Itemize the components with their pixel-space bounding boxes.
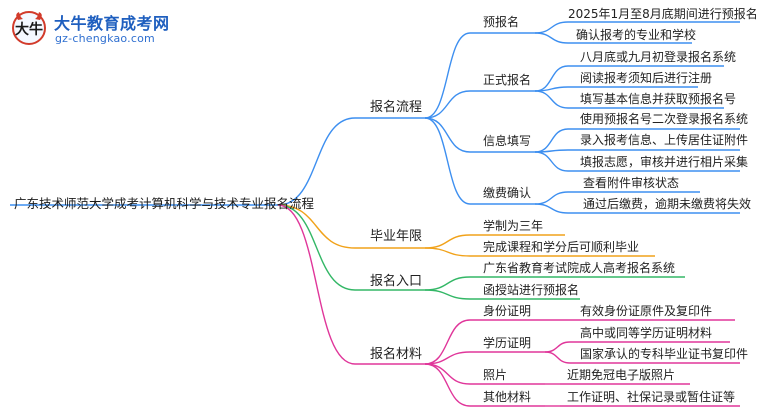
leaf-pay-fee: 通过后缴费，逾期未缴费将失效: [583, 197, 752, 211]
connector-root-graduation-years: [277, 204, 356, 249]
connector-graduation-leaf-1: [424, 247, 471, 257]
leaf-check-status: 查看附件审核状态: [583, 176, 680, 190]
connector-photo: [424, 363, 471, 385]
leaf-three-year-system: 学制为三年: [483, 219, 544, 233]
leaf-fill-preferences: 填报志愿，审核并进行相片采集: [580, 155, 749, 169]
leaf-fill-basic-info: 填写基本信息并获取预报名号: [580, 92, 737, 106]
connector-payment-confirmation: [424, 117, 471, 205]
mindmap-root: 广东技术师范大学成考计算机科学与技术专业报名流程: [14, 196, 315, 211]
node-pre-registration: 预报名: [483, 15, 520, 29]
connector-pre-registration: [424, 32, 471, 119]
node-photo: 照片: [483, 368, 508, 382]
branch-registration-process: 报名流程: [370, 100, 423, 115]
leaf-login-system: 八月底或九月初登录报名系统: [580, 50, 737, 64]
connector-other-materials: [424, 363, 471, 407]
branch-registration-entry: 报名入口: [370, 274, 423, 289]
connector-root-registration-process: [277, 117, 356, 206]
connector-pre-registration-leaf-1: [534, 32, 569, 44]
site-logo[interactable]: 大牛 大牛教育成考网 gz-chengkao.com: [10, 8, 170, 50]
connector-formal-registration-leaf-2: [534, 90, 569, 109]
leaf-recent-photo: 近期免冠电子版照片: [567, 368, 676, 382]
node-payment-confirmation: 缴费确认: [483, 186, 532, 200]
connector-payment-confirmation-leaf-0: [534, 191, 569, 205]
branch-registration-materials: 报名材料: [370, 347, 423, 362]
connector-education-proof-leaf-1: [544, 351, 571, 364]
branch-graduation-years: 毕业年限: [370, 229, 423, 244]
svg-text:大牛: 大牛: [15, 21, 43, 38]
leaf-id-card: 有效身份证原件及复印件: [580, 304, 713, 318]
leaf-work-proof: 工作证明、社保记录或暂住证等: [567, 390, 736, 404]
node-id-proof: 身份证明: [483, 304, 532, 318]
node-other-materials: 其他材料: [483, 390, 532, 404]
connector-formal-registration-leaf-1: [534, 86, 569, 92]
leaf-second-login: 使用预报名号二次登录报名系统: [580, 112, 749, 126]
connector-id-proof: [424, 319, 471, 365]
leaf-enter-info: 录入报考信息、上传居住证附件: [580, 133, 749, 147]
connector-root-registration-entry: [277, 204, 356, 291]
connector-info-filling-leaf-0: [534, 128, 569, 153]
leaf-college-diploma: 国家承认的专科毕业证书复印件: [580, 347, 749, 361]
node-education-proof: 学历证明: [483, 336, 532, 350]
leaf-graduate-after-credits: 完成课程和学分后可顺利毕业: [483, 240, 640, 254]
node-formal-registration: 正式报名: [483, 73, 532, 87]
leaf-read-notice: 阅读报考须知后进行注册: [580, 71, 713, 85]
leaf-correspondence-station: 函授站进行预报名: [483, 283, 580, 297]
connector-info-filling-leaf-2: [534, 151, 569, 172]
connector-entry-leaf-0: [424, 276, 471, 291]
bull-logo-icon: 大牛: [12, 11, 46, 45]
leaf-exam-authority-system: 广东省教育考试院成人高考报名系统: [483, 261, 676, 275]
connector-education-proof-leaf-0: [544, 341, 571, 353]
connector-entry-leaf-1: [424, 289, 471, 300]
connector-info-filling: [424, 117, 471, 153]
node-info-filling: 信息填写: [483, 134, 532, 148]
logo-title: 大牛教育成考网: [54, 14, 170, 33]
connector-payment-confirmation-leaf-1: [534, 203, 569, 214]
leaf-pre-reg-period: 2025年1月至8月底期间进行预报名: [568, 7, 758, 21]
connector-root-registration-materials: [277, 204, 356, 365]
connector-formal-registration: [424, 90, 471, 119]
logo-url: gz-chengkao.com: [55, 32, 155, 45]
connector-pre-registration-leaf-0: [534, 21, 569, 34]
connector-graduation-leaf-0: [424, 234, 471, 249]
connector-education-proof: [424, 351, 471, 365]
leaf-confirm-major: 确认报考的专业和学校: [576, 28, 697, 42]
leaf-highschool-proof: 高中或同等学历证明材料: [580, 326, 713, 340]
